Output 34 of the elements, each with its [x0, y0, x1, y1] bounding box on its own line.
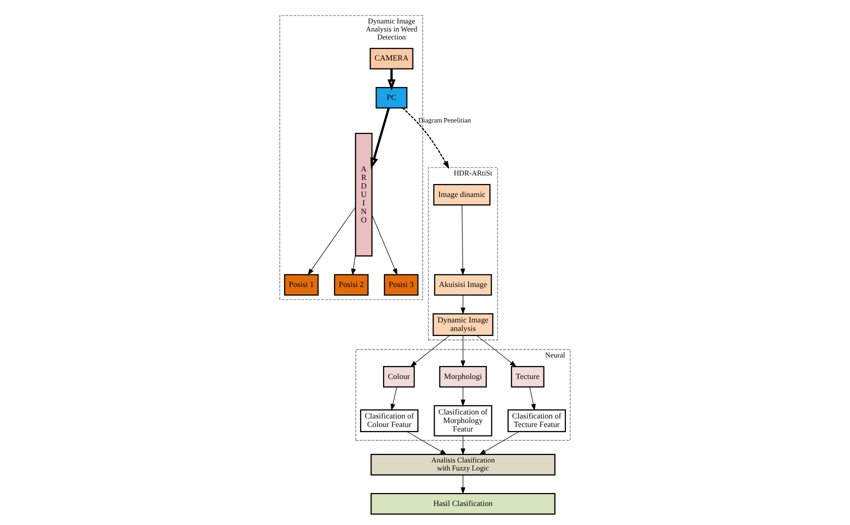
arrow	[390, 386, 397, 411]
node-box: Colour	[383, 366, 415, 388]
arrow	[406, 431, 447, 455]
arrow	[402, 108, 450, 169]
node-box: Clasification of Tecture Featur	[508, 409, 566, 432]
node-box: Akuisisi Image	[434, 274, 492, 296]
node-box: Posisi 1	[284, 274, 319, 296]
arrow	[460, 335, 466, 368]
node-box: Dynamic Image analysis	[432, 313, 494, 336]
node-box: Clasification of Morphology Featur	[434, 405, 492, 436]
node-box: Posisi 2	[334, 274, 369, 296]
arrow	[479, 431, 520, 455]
arrow	[388, 68, 396, 91]
node-box: Image dinamic	[433, 184, 490, 206]
arrow	[460, 474, 466, 494]
node-box: CAMERA	[370, 48, 414, 70]
node-box: PC	[376, 86, 408, 109]
arrow	[308, 206, 356, 276]
node-box: Hasil Clasification	[370, 493, 556, 515]
node-box: ARDUINO	[354, 132, 373, 257]
arrow	[529, 386, 536, 411]
arrow	[370, 108, 390, 170]
arrow	[351, 254, 356, 276]
node-box: Posisi 3	[384, 274, 418, 296]
arrow	[372, 214, 398, 276]
arrow	[460, 436, 466, 456]
arrow	[410, 335, 450, 368]
node-box: Clasification of Colour Featur	[360, 409, 418, 432]
node-box: Tecture	[510, 366, 544, 388]
arrow	[476, 335, 516, 368]
node-box: Morphologi	[439, 366, 487, 388]
arrow	[460, 204, 466, 276]
arrow	[460, 386, 466, 406]
arrow	[460, 294, 466, 314]
